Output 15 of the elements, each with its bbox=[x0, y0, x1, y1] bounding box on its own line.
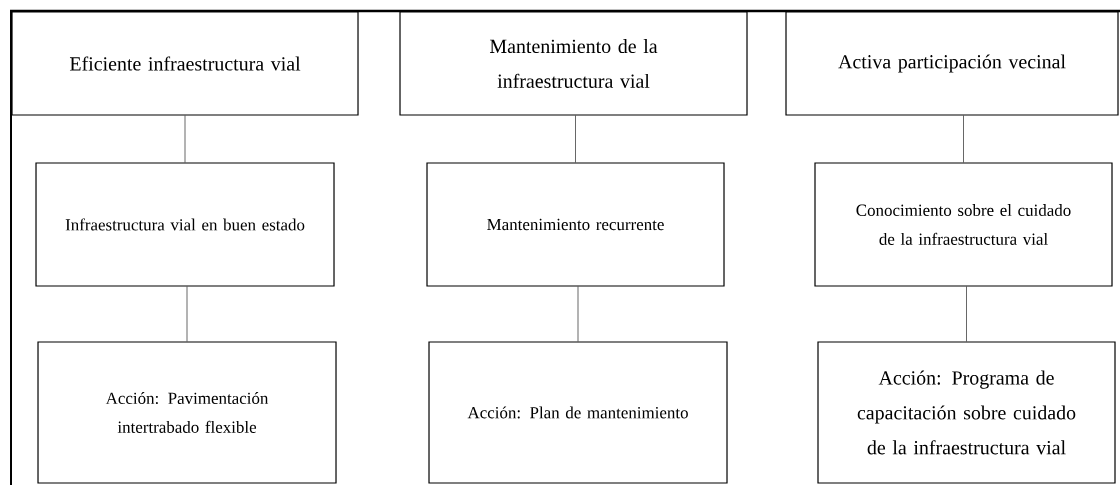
text-box: Acción: Pavimentación intertrabado flexible bbox=[37, 341, 337, 484]
connector-line bbox=[577, 286, 579, 342]
connector-line bbox=[966, 286, 967, 342]
text-box: Eficiente infraestructura vial bbox=[11, 11, 359, 116]
text-box: Activa participación vecinal bbox=[785, 11, 1119, 116]
connector-line bbox=[184, 115, 186, 163]
text-box: Mantenimiento recurrente bbox=[426, 162, 725, 287]
connector-line bbox=[186, 286, 188, 342]
connector-line bbox=[963, 115, 964, 163]
text-box: Acción: Programa de capacitación sobre cuidado de la infraestructura vial bbox=[817, 341, 1116, 484]
text-box: Infraestructura vial en buen estado bbox=[35, 162, 335, 287]
text-box: Acción: Plan de mantenimiento bbox=[428, 341, 728, 484]
text-box: Conocimiento sobre el cuidado de la infraestructura vial bbox=[814, 162, 1113, 287]
text-box: Mantenimiento de la infraestructura vial bbox=[399, 11, 748, 116]
connector-line bbox=[575, 115, 576, 163]
